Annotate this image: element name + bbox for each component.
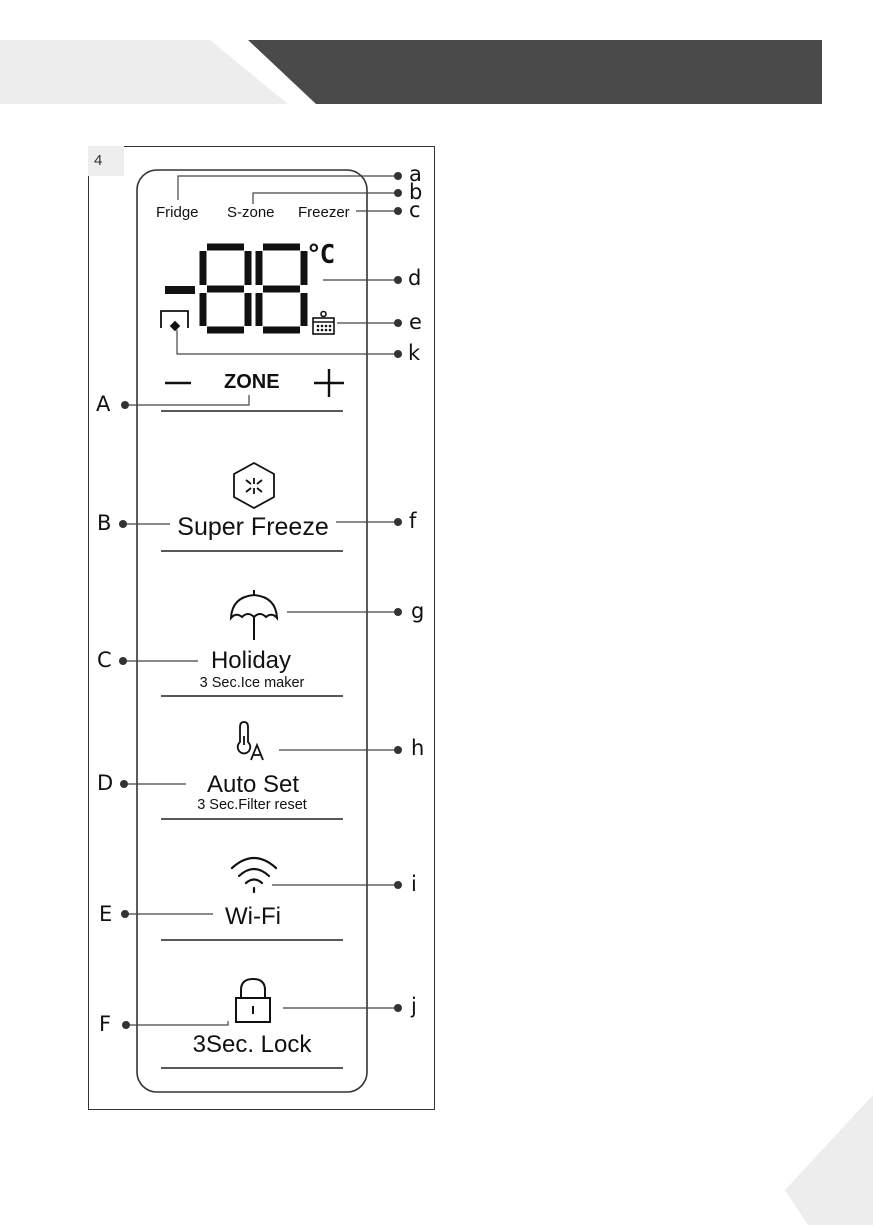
lcd-digit-2 — [259, 247, 304, 330]
callout-j: j — [411, 994, 417, 1018]
padlock-icon — [236, 979, 270, 1022]
zone-button-label[interactable]: ZONE — [224, 371, 280, 394]
callout-D: D — [97, 771, 113, 795]
lock-button[interactable]: 3Sec. Lock — [193, 1031, 312, 1059]
zone-plus-icon — [314, 369, 344, 397]
lcd-minus-segment — [165, 286, 195, 294]
auto-set-button[interactable]: Auto Set — [207, 771, 299, 799]
left-callout-dots — [119, 401, 130, 1029]
callout-B: B — [97, 511, 111, 535]
zone-label-s-zone: S-zone — [227, 204, 275, 221]
callout-e: e — [409, 310, 422, 334]
super-freeze-button[interactable]: Super Freeze — [177, 513, 328, 542]
callout-g: g — [411, 599, 424, 623]
panel-outline — [137, 170, 367, 1092]
umbrella-icon — [231, 590, 277, 640]
super-freeze-hexagon-icon — [234, 463, 274, 508]
lcd-digit-1 — [203, 247, 248, 330]
callout-c: c — [409, 198, 421, 222]
wifi-icon — [232, 858, 276, 892]
filter-indicator-icon — [161, 311, 188, 330]
holiday-sub-label: 3 Sec.Ice maker — [200, 675, 305, 691]
callout-A: A — [96, 392, 110, 416]
temperature-unit: °C — [306, 240, 333, 270]
thermometer-auto-icon — [238, 722, 263, 760]
ice-maker-icon — [313, 312, 334, 335]
callout-f: f — [409, 509, 416, 533]
callout-E: E — [99, 902, 112, 926]
callout-d: d — [408, 266, 421, 290]
callout-i: i — [411, 872, 417, 896]
callout-C: C — [97, 648, 112, 672]
callout-k: k — [408, 341, 420, 365]
right-callout-dots — [394, 172, 402, 1012]
auto-set-sub-label: 3 Sec.Filter reset — [197, 797, 307, 813]
page-corner-decoration — [783, 1095, 873, 1225]
zone-label-freezer: Freezer — [298, 204, 350, 221]
callout-h: h — [411, 736, 424, 760]
callout-F: F — [99, 1012, 111, 1036]
zone-label-fridge: Fridge — [156, 204, 199, 221]
wifi-button[interactable]: Wi-Fi — [225, 903, 281, 931]
holiday-button[interactable]: Holiday — [211, 647, 291, 675]
